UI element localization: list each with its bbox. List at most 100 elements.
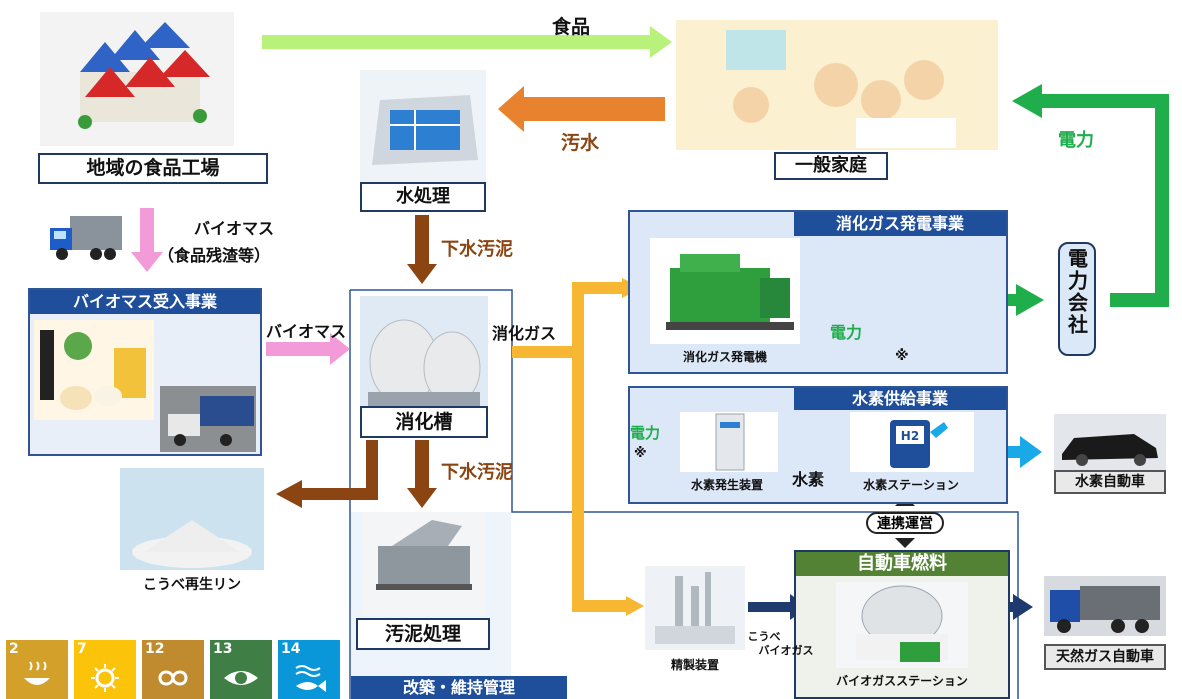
biogas-shaft-1	[748, 602, 792, 612]
sdg-14-tile: 14	[278, 640, 340, 699]
car-illustration	[1062, 434, 1158, 466]
biogas-station-label: バイオガスステーション	[836, 674, 968, 688]
power-company-box: 電力会社	[1058, 242, 1096, 356]
food-arrow-head	[650, 26, 672, 58]
sdg-7-number: 7	[77, 641, 87, 657]
power-company-head	[1016, 284, 1044, 316]
vehicle-fuel-panel: 自動車燃料 バイオガスステーション	[794, 550, 1010, 699]
generator-illustration	[666, 254, 794, 330]
digester-frame	[350, 289, 1019, 699]
h2-car-image	[1054, 414, 1166, 470]
biomass-label-2: （食品残渣等）	[158, 246, 271, 265]
vehicle-fuel-title: 自動車燃料	[796, 552, 1008, 576]
ngv-truck-image	[1044, 576, 1166, 636]
power-top-text: 電力	[1058, 130, 1094, 151]
power-mid-text: 電力	[830, 323, 863, 342]
phosphorus-head	[276, 480, 302, 508]
household-illustration	[726, 30, 956, 148]
sdg-12-tile: 12	[142, 640, 204, 699]
biogas-head-2	[1013, 594, 1033, 620]
biomass-right-shaft	[266, 342, 332, 356]
sludge-down-head-2	[407, 488, 437, 508]
renovation-title: 改築・維持管理	[351, 676, 567, 699]
dump-truck-svg	[168, 396, 254, 446]
infinity-icon	[158, 670, 188, 686]
sewage-arrow-head	[498, 86, 524, 132]
food-arrow-shaft	[262, 35, 654, 49]
biomass-acceptance-title: バイオマス受入事業	[30, 290, 260, 314]
phosphorus-label: こうべ再生リン	[143, 577, 241, 593]
sdg-2-number: 2	[9, 641, 19, 657]
sewage-text: 汚水	[561, 132, 600, 154]
biomass-down-shaft	[140, 208, 154, 254]
food-items-illustration	[40, 330, 146, 410]
hydrogen-head-2	[1020, 436, 1042, 468]
kobe-biogas-label-2: バイオガス	[758, 644, 814, 657]
food-factory-label: 地域の食品工場	[38, 153, 268, 184]
sdg-icons: 2 7 12 13 14	[6, 640, 346, 699]
svg-text:H2: H2	[901, 429, 919, 443]
h2-station-label: 水素ステーション	[863, 478, 959, 492]
h2-power-text: 電力	[630, 424, 661, 442]
water-treatment-label: 水処理	[360, 182, 486, 212]
household-label: 一般家庭	[774, 152, 888, 180]
gas-generator-label: 消化ガス発電機	[682, 350, 767, 364]
h2-note-mark: ※	[634, 446, 647, 461]
food-waste-image	[34, 320, 154, 420]
h2-car-label: 水素自動車	[1054, 470, 1166, 494]
food-factory-image	[40, 12, 234, 146]
gas-main-line	[512, 346, 628, 612]
digester-label: 消化槽	[360, 406, 488, 438]
sdg-14-number: 14	[281, 641, 301, 657]
household-image	[676, 20, 998, 150]
gas-power-panel: 消化ガス発電事業 消化ガス発電機	[628, 210, 1008, 374]
gas-upper-line	[572, 282, 624, 352]
h2-station-image: H2	[850, 412, 974, 472]
bowl-icon	[24, 661, 50, 685]
sludge-down-head-1	[407, 264, 437, 284]
h2-generator-image	[680, 412, 778, 472]
sludge-down-shaft-1	[415, 215, 429, 267]
blue-truck-illustration	[1050, 586, 1160, 633]
sun-icon	[91, 664, 119, 692]
power-return-arrow	[1040, 94, 1169, 307]
power-company-label: 電力会社	[1064, 248, 1089, 336]
cooperation-down-head	[895, 538, 915, 548]
sludge-machine-illustration	[376, 520, 472, 590]
biomass-label-1: バイオマス	[194, 219, 275, 238]
biomass-arrow-text: バイオマス	[266, 322, 347, 341]
hydrogen-title: 水素供給事業	[794, 388, 1006, 410]
sludge-treatment-label: 汚泥処理	[356, 618, 490, 650]
digestion-gas-text: 消化ガス	[492, 324, 557, 343]
ngv-truck-label: 天然ガス自動車	[1044, 644, 1166, 670]
sdg-13-number: 13	[213, 641, 233, 657]
hydrogen-panel: 水素供給事業 電力 ※ 水素発生装置 水素 H2 水素ステーション	[628, 386, 1008, 504]
dump-truck-image	[160, 386, 256, 452]
sludge-down-shaft-2	[415, 440, 429, 490]
sdg-12-number: 12	[145, 641, 165, 657]
egg-digester-illustration	[368, 319, 481, 406]
phosphorus-image	[120, 468, 264, 570]
h2-generator-label: 水素発生装置	[690, 478, 763, 492]
h2-generator-illustration	[715, 413, 745, 471]
sdg-7-tile: 7	[74, 640, 136, 699]
biomass-right-head	[330, 333, 350, 365]
sdg-2-tile: 2	[6, 640, 68, 699]
biogas-station-illustration	[856, 585, 948, 662]
fish-icon	[295, 665, 326, 692]
digester-image	[360, 296, 488, 406]
food-text: 食品	[552, 16, 591, 38]
water-tank-illustration	[372, 95, 478, 165]
phosphorus-pile-illustration	[120, 468, 264, 570]
water-treatment-image	[360, 70, 486, 182]
biomass-down-head	[131, 252, 163, 272]
biomass-acceptance-panel: バイオマス受入事業	[28, 288, 262, 456]
h2-station-icon: H2	[890, 420, 948, 468]
sewage-sludge-text-1: 下水汚泥	[441, 239, 513, 260]
phosphorus-line	[300, 440, 378, 500]
gas-generator-image	[650, 238, 800, 344]
refining-illustration	[655, 572, 735, 644]
kobe-biogas-label-1: こうべ	[747, 630, 781, 643]
gas-power-title: 消化ガス発電事業	[794, 212, 1006, 236]
sludge-treatment-image	[362, 512, 486, 616]
